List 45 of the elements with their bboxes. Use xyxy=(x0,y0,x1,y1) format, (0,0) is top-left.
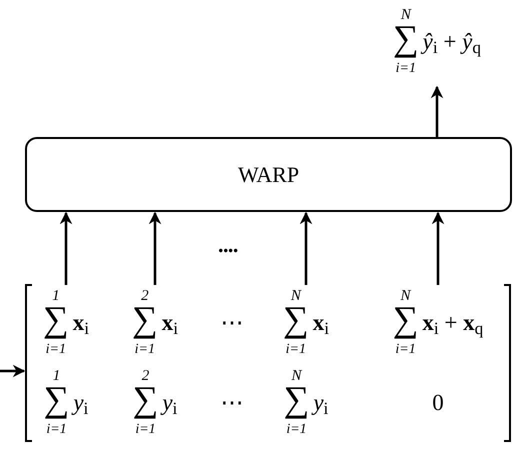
lower-limit: i=1 xyxy=(134,343,156,357)
summation-sign: ∑ xyxy=(132,381,158,417)
math-term: x$_{i}$ + x$_{q}$ xyxy=(422,308,484,340)
lower-limit: i=1 xyxy=(395,343,416,357)
summation-sign: ∑ xyxy=(43,301,69,337)
lower-limit: i=1 xyxy=(46,423,67,437)
math-term: x$_{i}$ xyxy=(162,308,178,340)
math-term: y$_{i}$ xyxy=(162,388,178,420)
lower-limit: i=1 xyxy=(135,423,156,437)
box-label: WARP xyxy=(238,161,300,189)
upper-limit: N xyxy=(291,369,302,384)
process-box xyxy=(25,137,512,212)
math-term: x$_{i}$ xyxy=(312,308,329,340)
arrow xyxy=(432,212,444,285)
upper-limit: N xyxy=(400,8,411,23)
lower-limit: i=1 xyxy=(396,62,416,76)
summation-sign: ∑ xyxy=(283,301,309,337)
lower-limit: i=1 xyxy=(286,343,306,357)
math-term: y$_{i}$ xyxy=(73,388,88,420)
arrow xyxy=(0,364,26,378)
math-term: ŷ$_{i}$ + ŷ$_{q}$ xyxy=(422,28,481,60)
arrow xyxy=(60,212,72,285)
arrow xyxy=(148,212,162,285)
summation-sign: ∑ xyxy=(284,381,310,417)
matrix-bracket xyxy=(22,283,514,443)
ellipsis-label: .... xyxy=(218,231,238,259)
math-term: 0 xyxy=(432,388,444,417)
math-term: x$_{i}$ xyxy=(72,308,89,340)
math-term: ⋯ xyxy=(220,388,244,417)
arrow xyxy=(300,212,312,285)
upper-limit: N xyxy=(400,289,411,304)
arrow xyxy=(430,86,444,139)
upper-limit: 1 xyxy=(52,369,60,384)
summation-sign: ∑ xyxy=(132,301,158,337)
math-term: ⋯ xyxy=(220,308,244,337)
math-term: y$_{i}$ xyxy=(313,388,328,420)
lower-limit: i=1 xyxy=(46,343,66,357)
upper-limit: N xyxy=(290,289,301,304)
summation-sign: ∑ xyxy=(392,20,419,56)
upper-limit: 2 xyxy=(142,369,150,384)
summation-sign: ∑ xyxy=(44,381,70,417)
summation-sign: ∑ xyxy=(392,301,418,337)
lower-limit: i=1 xyxy=(286,423,307,437)
upper-limit: 2 xyxy=(141,289,149,304)
upper-limit: 1 xyxy=(52,289,60,304)
